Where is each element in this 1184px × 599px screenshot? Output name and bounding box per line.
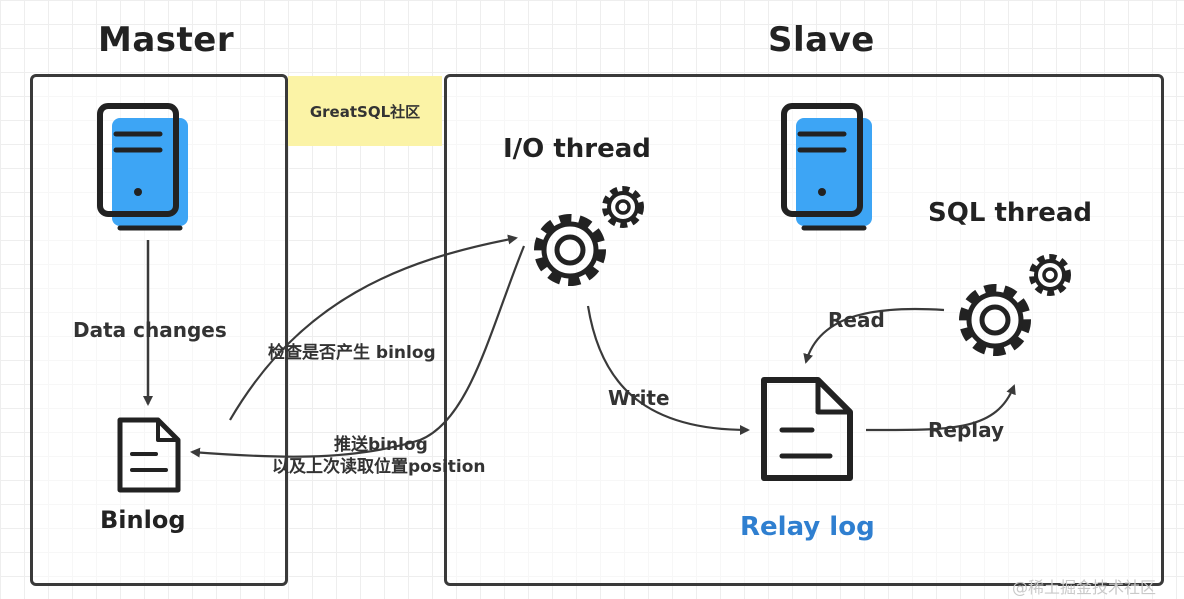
- io-thread-gear-icon: [534, 186, 644, 286]
- binlog-document-icon: [117, 417, 181, 493]
- sql-thread-gear-icon: [959, 254, 1071, 356]
- check-binlog-arrow: [229, 234, 518, 421]
- relay-log-label: Relay log: [740, 512, 875, 542]
- replay-arrow: [865, 384, 1016, 432]
- relay-log-document-icon: [761, 377, 853, 481]
- slave-server-icon: [781, 103, 872, 231]
- binlog-label: Binlog: [100, 506, 186, 534]
- community-label: GreatSQL社区: [288, 76, 442, 146]
- push-binlog-arrow: [190, 245, 526, 458]
- push-binlog-label-line2: 以及上次读取位置position: [272, 457, 486, 477]
- watermark: @稀土掘金技术社区: [1012, 578, 1157, 597]
- read-label: Read: [828, 308, 885, 332]
- data-changes-label: Data changes: [73, 318, 227, 342]
- write-label: Write: [608, 386, 670, 410]
- io-thread-label: I/O thread: [503, 134, 651, 164]
- write-arrow: [586, 305, 750, 435]
- read-arrow: [803, 307, 945, 364]
- sql-thread-label: SQL thread: [928, 198, 1092, 228]
- check-binlog-label: 检查是否产生 binlog: [268, 343, 436, 363]
- push-binlog-label-line1: 推送binlog: [334, 435, 428, 455]
- slave-title: Slave: [768, 20, 875, 60]
- master-title: Master: [98, 20, 235, 60]
- master-server-icon: [97, 103, 188, 231]
- replay-label: Replay: [928, 418, 1005, 442]
